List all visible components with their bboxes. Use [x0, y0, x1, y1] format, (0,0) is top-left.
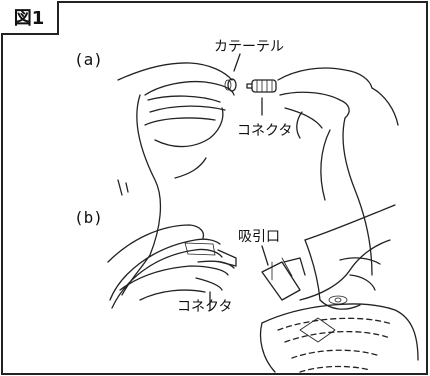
- panel-b-device: [261, 304, 418, 372]
- panel-a-catheter-callout: カテーテル: [214, 36, 284, 56]
- panel-a-catheter-leader: [234, 54, 240, 71]
- panel-a-label: (a): [74, 50, 103, 69]
- panel-a-left-hand: [118, 63, 234, 295]
- panel-b-label: (b): [74, 208, 103, 227]
- panel-b-suction-port-callout: 吸引口: [238, 226, 280, 246]
- panel-b-connector-callout: コネクタ: [177, 296, 232, 316]
- panel-b-right-hand: [300, 205, 395, 309]
- panel-b-suction-port-leader: [262, 246, 268, 265]
- panel-a-connector: [247, 80, 276, 92]
- panel-a-connector-callout: コネクタ: [237, 120, 292, 140]
- panel-b-left-hand: [108, 225, 236, 300]
- panel-a-catheter: [225, 79, 236, 91]
